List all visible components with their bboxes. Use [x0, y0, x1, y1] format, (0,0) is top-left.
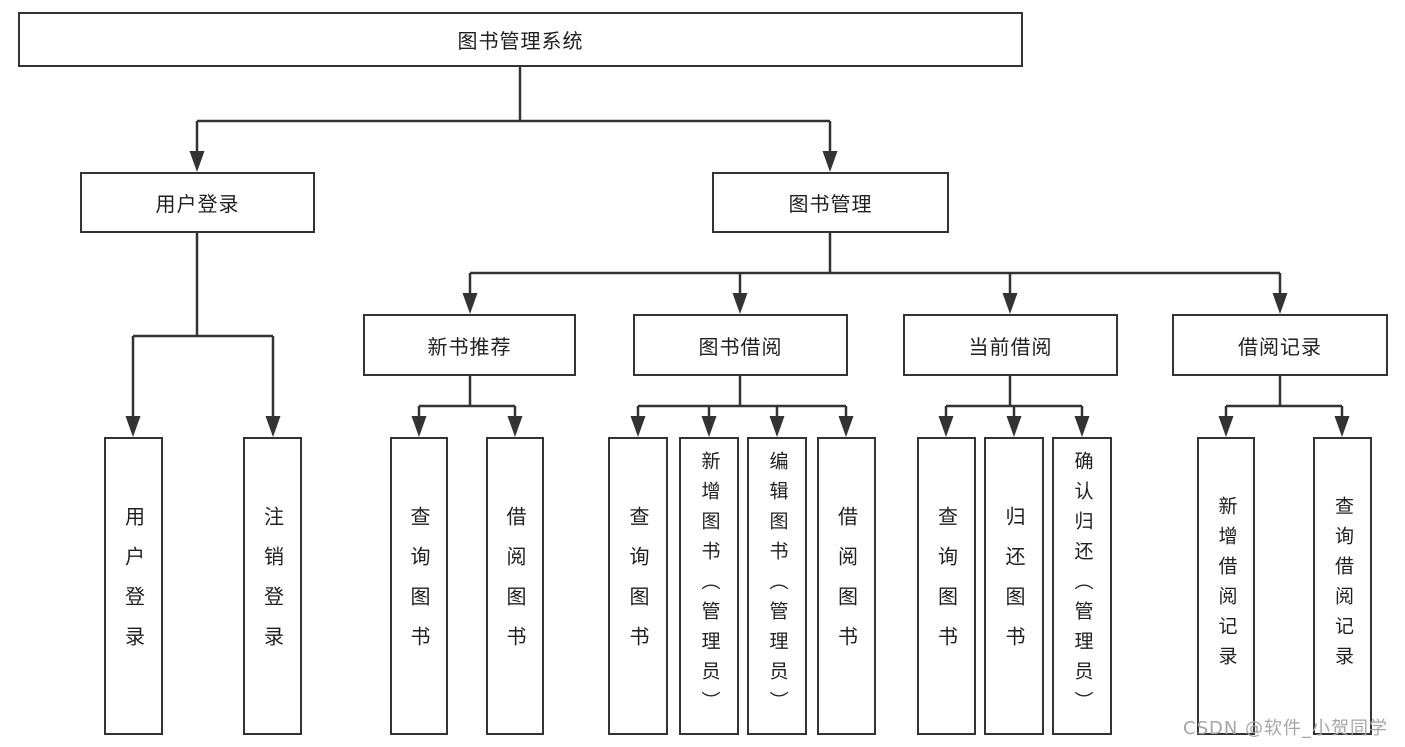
leaf-borrow-borrow-books: 借阅图书 — [817, 437, 876, 735]
arrow-down-icon — [838, 416, 854, 437]
arrow-down-icon — [938, 416, 954, 437]
connector-root-to-level2 — [195, 67, 832, 156]
node-root: 图书管理系统 — [18, 12, 1023, 67]
leaf-logout-login: 注销登录 — [243, 437, 302, 735]
node-book-borrow: 图书借阅 — [633, 314, 848, 376]
arrow-down-icon — [265, 416, 281, 437]
arrow-down-icon — [189, 151, 205, 172]
connector-book-management-to-level3 — [468, 233, 1282, 297]
arrow-down-icon — [1218, 416, 1234, 437]
arrow-down-icon — [732, 293, 748, 314]
arrow-down-icon — [630, 416, 646, 437]
node-book-management: 图书管理 — [712, 172, 949, 233]
connector-current-borrow-to-leaves — [944, 376, 1084, 420]
connector-new-book-recommend-to-leaves — [417, 376, 517, 420]
arrow-down-icon — [125, 416, 141, 437]
leaf-current-confirm-return-admin: 确认归还（管理员） — [1052, 437, 1112, 735]
arrow-down-icon — [769, 416, 785, 437]
arrow-down-icon — [1074, 416, 1090, 437]
arrow-down-icon — [701, 416, 717, 437]
leaf-borrow-add-books-admin: 新增图书（管理员） — [679, 437, 739, 735]
arrow-down-icon — [1334, 416, 1350, 437]
leaf-borrow-edit-books-admin: 编辑图书（管理员） — [747, 437, 807, 735]
csdn-watermark: CSDN @软件_小贺同学 — [1183, 718, 1389, 739]
node-current-borrow: 当前借阅 — [903, 314, 1118, 376]
arrow-down-icon — [507, 416, 523, 437]
connector-user-login-to-leaves — [131, 233, 275, 420]
arrow-down-icon — [1002, 293, 1018, 314]
node-new-book-recommend: 新书推荐 — [363, 314, 576, 376]
arrow-down-icon — [822, 151, 838, 172]
leaf-user-login: 用户登录 — [104, 437, 163, 735]
leaf-newrec-borrow-books: 借阅图书 — [486, 437, 544, 735]
leaf-records-query-borrow-record: 查询借阅记录 — [1313, 437, 1372, 735]
connector-book-borrow-to-leaves — [636, 376, 848, 420]
node-borrow-records: 借阅记录 — [1172, 314, 1388, 376]
leaf-borrow-query-books: 查询图书 — [608, 437, 668, 735]
leaf-current-return-books: 归还图书 — [984, 437, 1044, 735]
leaf-records-add-borrow-record: 新增借阅记录 — [1197, 437, 1255, 735]
arrow-down-icon — [1006, 416, 1022, 437]
arrow-down-icon — [462, 293, 478, 314]
arrow-down-icon — [1272, 293, 1288, 314]
node-user-login: 用户登录 — [80, 172, 315, 233]
leaf-newrec-query-books: 查询图书 — [390, 437, 448, 735]
arrow-down-icon — [411, 416, 427, 437]
connector-borrow-records-to-leaves — [1224, 376, 1344, 420]
leaf-current-query-books: 查询图书 — [917, 437, 976, 735]
